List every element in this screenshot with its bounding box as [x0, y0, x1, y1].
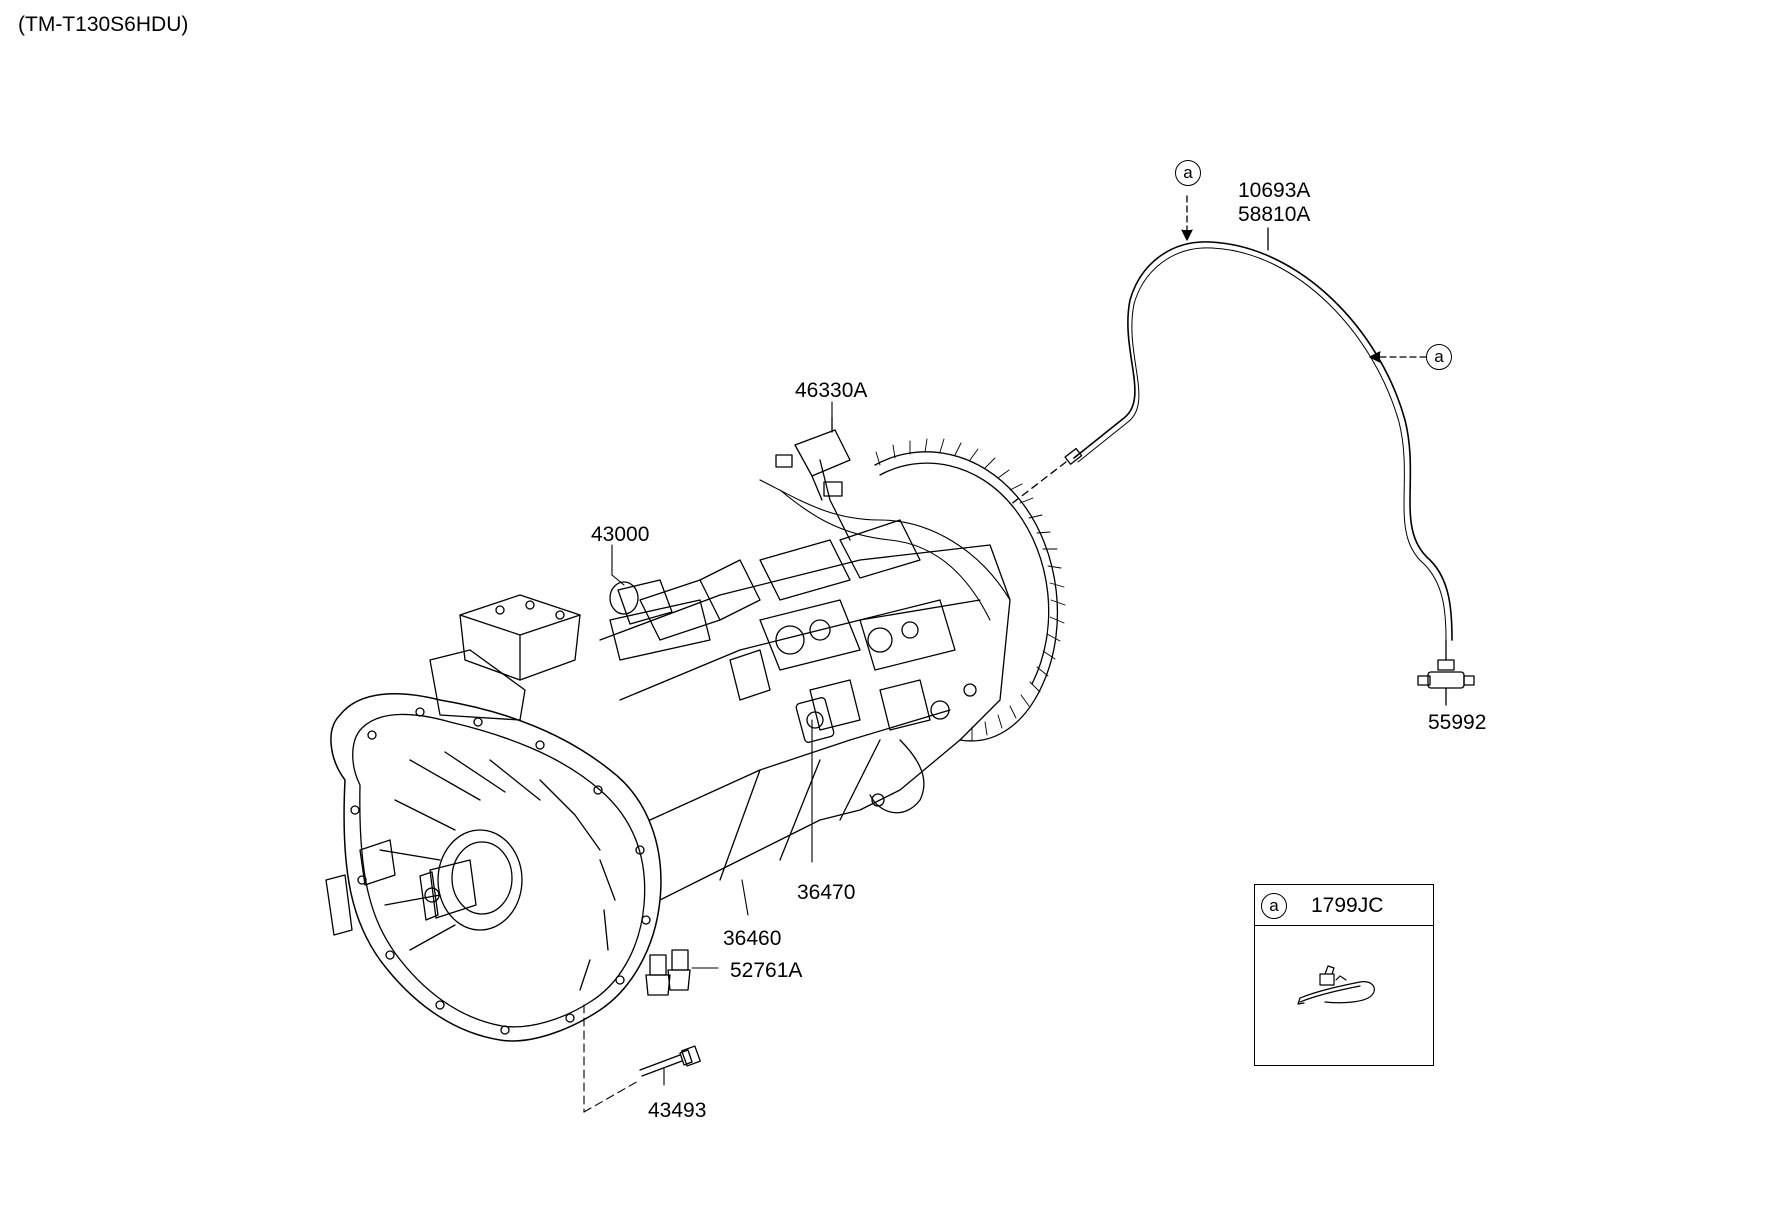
- part-label-55992: 55992: [1428, 711, 1487, 734]
- part-label-43000: 43000: [591, 523, 650, 546]
- model-code: (TM-T130S6HDU): [18, 13, 189, 36]
- legend-box: a 1799JC: [1254, 884, 1434, 1066]
- transmission-housing: [325, 417, 1066, 1077]
- part-label-36460: 36460: [723, 927, 782, 950]
- legend-divider: [1255, 925, 1433, 926]
- cable-assembly: [1009, 227, 1453, 641]
- part-label-10693A: 10693A: [1238, 179, 1311, 202]
- legend-part-code: 1799JC: [1311, 894, 1384, 917]
- callout-arrows: [1181, 195, 1427, 363]
- part-label-43493: 43493: [648, 1099, 707, 1122]
- callout-a-top: a: [1175, 160, 1201, 186]
- fitting-55992: [1417, 639, 1475, 706]
- part-label-36470: 36470: [797, 881, 856, 904]
- part-label-52761A: 52761A: [730, 959, 803, 982]
- callout-a-right: a: [1426, 344, 1452, 370]
- part-label-58810A: 58810A: [1238, 203, 1311, 226]
- part-label-46330A: 46330A: [795, 379, 868, 402]
- legend-callout-a: a: [1261, 893, 1287, 919]
- leader-lines: [583, 401, 833, 1113]
- cable-tie-icon: [1297, 965, 1375, 1005]
